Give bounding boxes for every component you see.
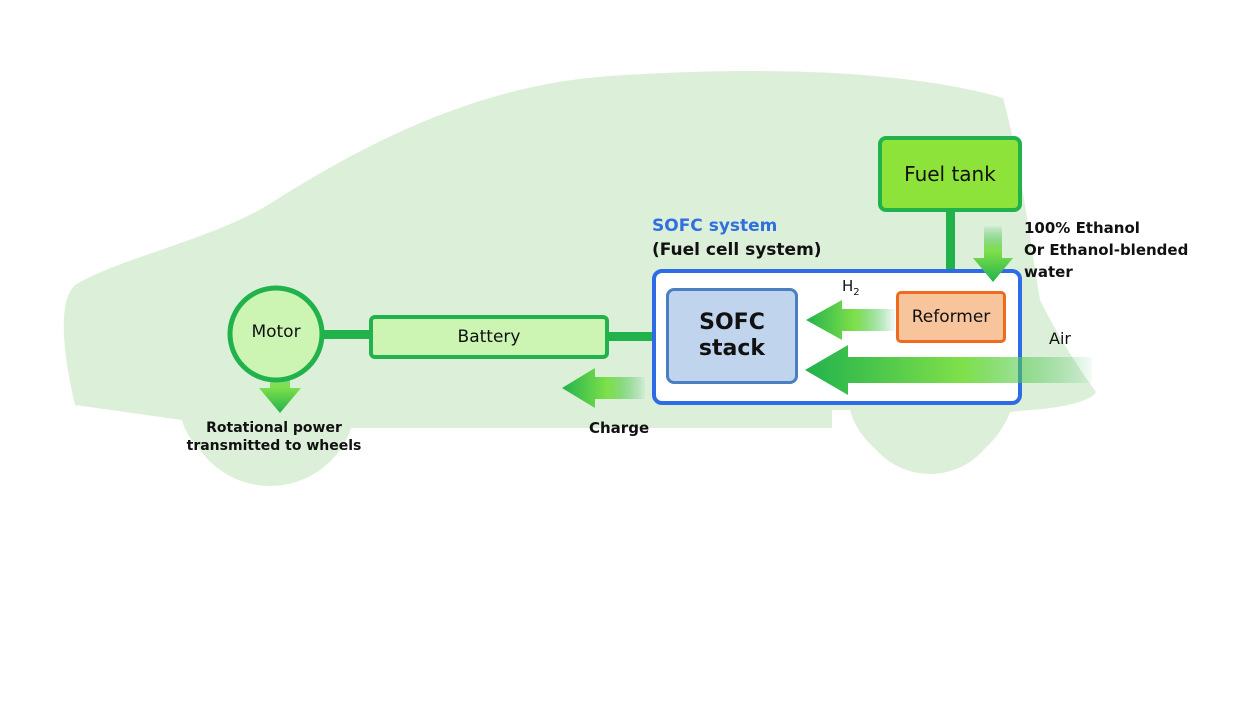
sofc-stack-label-line2: stack bbox=[698, 336, 766, 361]
sofc-system-title: SOFC system bbox=[652, 216, 778, 236]
reformer-label: Reformer bbox=[911, 307, 991, 327]
motor-label: Motor bbox=[251, 322, 301, 342]
ethanol-label-line3: water bbox=[1024, 263, 1073, 281]
battery-label: Battery bbox=[457, 327, 521, 347]
sofc-system-subtitle: (Fuel cell system) bbox=[652, 240, 822, 260]
battery-box: Battery bbox=[369, 315, 609, 359]
motor-circle bbox=[227, 285, 325, 383]
rotational-power-line2: transmitted to wheels bbox=[186, 438, 362, 454]
fueltank-reformer-connector bbox=[946, 208, 955, 294]
ethanol-label-line1: 100% Ethanol bbox=[1024, 219, 1140, 237]
battery-sofc-connector bbox=[607, 332, 667, 341]
charge-arrow bbox=[562, 368, 645, 408]
h2-label: H2 bbox=[842, 277, 860, 298]
h2-label-subscript: 2 bbox=[853, 287, 860, 298]
h2-arrow bbox=[806, 300, 895, 340]
reformer-box: Reformer bbox=[896, 291, 1006, 343]
fuel-tank-box: Fuel tank bbox=[878, 136, 1022, 212]
ethanol-arrow bbox=[973, 226, 1013, 282]
rotational-power-line1: Rotational power bbox=[206, 420, 342, 436]
air-arrow bbox=[805, 345, 1092, 395]
air-label: Air bbox=[1049, 329, 1071, 348]
fuel-tank-label: Fuel tank bbox=[904, 162, 996, 186]
ethanol-label-line2: Or Ethanol-blended bbox=[1024, 241, 1189, 259]
motor-battery-connector bbox=[320, 330, 372, 339]
charge-label: Charge bbox=[589, 419, 650, 437]
h2-label-text: H bbox=[842, 277, 854, 295]
sofc-stack-label-line1: SOFC bbox=[699, 310, 765, 335]
rotational-power-arrow bbox=[259, 366, 301, 413]
sofc-stack-box: SOFC stack bbox=[666, 288, 798, 384]
